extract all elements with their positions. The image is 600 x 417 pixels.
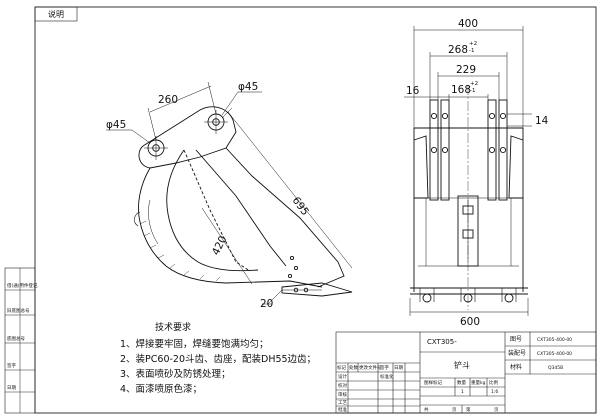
sheet-border	[34, 6, 597, 414]
title-model: CXT305-	[427, 338, 457, 346]
value-quantity: 1	[461, 389, 464, 395]
dim-20: 20	[260, 298, 273, 310]
sheet-total: 共	[424, 406, 429, 413]
header-label: 说明	[48, 9, 64, 19]
requirements-title: 技术要求	[155, 321, 191, 333]
tooth-left	[422, 293, 432, 303]
bucket-shell	[138, 167, 323, 288]
side-view-dimensions	[106, 81, 353, 305]
tol-168-lower: -1	[470, 88, 475, 94]
change-sign: 签字	[380, 364, 389, 371]
strip-label-3: 底图总号	[7, 335, 25, 342]
requirement-2: 2、装PC60-20斗齿、齿座，配装DH55边齿；	[120, 353, 316, 365]
dim-phi45-top: φ45	[238, 81, 258, 93]
sign-check: 校对	[338, 382, 347, 389]
change-doc-no: 更改文件号	[359, 364, 382, 371]
ear-plate-left-outer	[429, 99, 439, 201]
stage-quantity: 数量	[457, 379, 466, 386]
stage-scale: 比例	[489, 379, 498, 386]
sign-process: 工艺	[338, 400, 347, 406]
front-view-dimensions	[404, 26, 532, 316]
value-scale: 1:6	[491, 389, 498, 395]
title-block	[335, 331, 597, 414]
change-date: 日期	[394, 365, 403, 371]
strip-label-5: 日期	[7, 385, 16, 391]
label-material: 材料	[510, 363, 522, 371]
label-drawing-no: 图号	[510, 336, 522, 343]
bucket-side-view	[134, 106, 353, 297]
sheet-current: 第	[466, 406, 471, 413]
value-assembly-no: CXT305-400-00	[537, 351, 572, 357]
dim-268: 268	[448, 44, 468, 56]
change-mark: 标记	[337, 364, 346, 371]
sign-standardization: 标准化	[380, 373, 394, 380]
value-drawing-no: CXT305-400-00	[537, 337, 572, 343]
dim-695: 695	[290, 195, 311, 218]
bucket-front-outline	[413, 128, 524, 292]
dim-phi45-left: φ45	[106, 119, 126, 131]
tol-168-upper: +2	[470, 81, 478, 87]
dim-260: 260	[158, 94, 178, 106]
strip-label-4: 签字	[7, 362, 16, 369]
sheet-total-unit: 页	[452, 407, 457, 413]
title-part-name: 铲斗	[454, 360, 470, 370]
dim-168: 168	[451, 84, 471, 96]
dim-600: 600	[460, 316, 480, 328]
stage-mark: 图样标记	[424, 379, 442, 386]
label-assembly-no: 装配号	[508, 349, 526, 357]
sheet-current-unit: 页	[494, 407, 499, 413]
header-tab	[34, 6, 78, 22]
strip-label-2: 旧底图总号	[7, 307, 30, 314]
dim-14: 14	[535, 115, 549, 127]
tooth	[281, 282, 353, 297]
tol-268-upper: +2	[469, 41, 477, 47]
back-plate	[225, 147, 345, 288]
strip-label-1: 借(通)用件登记	[7, 282, 38, 289]
value-material: Q345B	[548, 365, 563, 371]
requirement-3: 3、表面喷砂及防锈处理；	[120, 368, 231, 380]
stage-weight: 重量kg	[471, 379, 486, 386]
dim-16: 16	[406, 85, 420, 97]
tooth-right	[504, 293, 514, 303]
requirement-4: 4、面漆喷原色漆；	[120, 383, 202, 395]
sign-review: 审核	[338, 391, 347, 398]
requirement-1: 1、焊接要牢固，焊缝要饱满均匀；	[120, 338, 269, 350]
dim-229: 229	[456, 64, 476, 76]
sign-design: 设计	[338, 373, 347, 380]
sign-approve: 批准	[338, 406, 347, 413]
tol-268-lower: -1	[469, 48, 474, 54]
bucket-front-view	[410, 99, 528, 303]
change-count: 处数	[349, 364, 358, 371]
ear-plate-right-outer	[487, 99, 497, 201]
dim-400: 400	[458, 18, 478, 30]
left-registration-strip: 借(通)用件登记 旧底图总号 底图总号 签字 日期	[4, 267, 38, 414]
